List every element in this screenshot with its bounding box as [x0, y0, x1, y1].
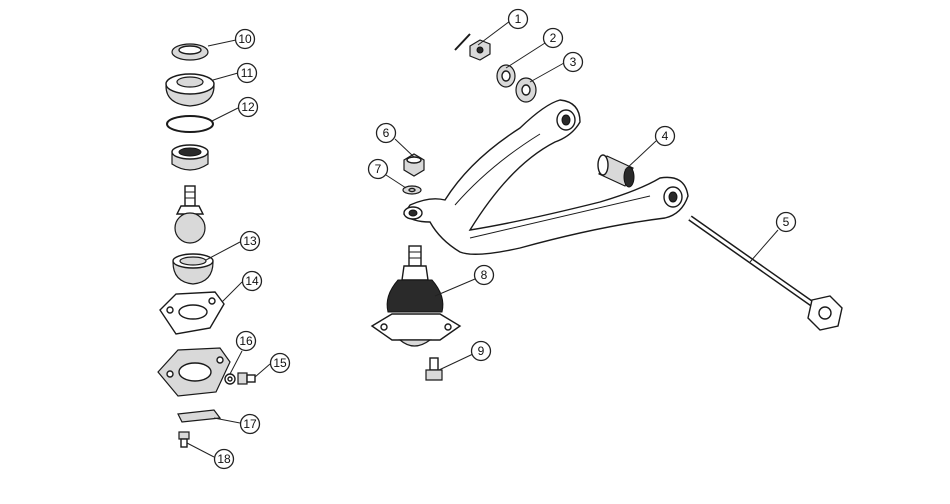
- svg-text:17: 17: [243, 417, 257, 431]
- part-6-nut: [403, 153, 425, 177]
- callout-14: 14: [241, 270, 263, 292]
- svg-text:6: 6: [383, 126, 390, 140]
- svg-text:15: 15: [273, 356, 287, 370]
- part-3-washer: [515, 77, 537, 103]
- part-10-ring: [171, 43, 209, 61]
- svg-text:5: 5: [783, 215, 790, 229]
- part-18-bolt: [178, 431, 190, 448]
- callout-10: 10: [234, 28, 256, 50]
- callout-8: 8: [473, 264, 495, 286]
- svg-text:13: 13: [243, 234, 257, 248]
- part-5-long-bolt: [688, 215, 843, 331]
- svg-text:3: 3: [570, 55, 577, 69]
- svg-text:1: 1: [515, 12, 522, 26]
- callout-16: 16: [235, 330, 257, 352]
- callout-1: 1: [507, 8, 529, 30]
- callout-3: 3: [562, 51, 584, 73]
- callout-11: 11: [236, 62, 258, 84]
- flange-plate: [157, 347, 231, 397]
- part-12-o-ring: [166, 115, 214, 133]
- ball-pin: [174, 185, 206, 244]
- callout-5: 5: [775, 211, 797, 233]
- leader-lines: [186, 20, 779, 458]
- part-4-bush: [597, 154, 635, 188]
- svg-text:11: 11: [241, 66, 254, 80]
- svg-text:2: 2: [550, 31, 557, 45]
- callout-12: 12: [237, 96, 259, 118]
- part-11-seat-cup: [165, 73, 215, 107]
- svg-text:18: 18: [217, 452, 231, 466]
- part-8-ball-joint: [370, 245, 462, 347]
- callout-18: 18: [213, 448, 235, 470]
- callout-17: 17: [239, 413, 261, 435]
- callout-9: 9: [470, 340, 492, 362]
- svg-text:9: 9: [478, 344, 485, 358]
- callout-6: 6: [375, 122, 397, 144]
- svg-text:4: 4: [662, 129, 669, 143]
- svg-text:12: 12: [241, 100, 255, 114]
- svg-text:10: 10: [238, 32, 252, 46]
- part-9-bolt: [425, 357, 443, 381]
- svg-text:8: 8: [481, 268, 488, 282]
- part-1-split-pin-nut: [454, 33, 491, 61]
- svg-text:14: 14: [245, 274, 259, 288]
- part-15-screw: [237, 372, 256, 385]
- callout-15: 15: [269, 352, 291, 374]
- wishbone-arm: [403, 99, 689, 255]
- part-13-lower-cup: [172, 253, 214, 285]
- lower-seat-cup: [171, 144, 209, 171]
- part-14-gasket: [159, 291, 225, 335]
- part-17-lock-tab: [177, 409, 222, 423]
- callout-4: 4: [654, 125, 676, 147]
- callout-13: 13: [239, 230, 261, 252]
- callout-7: 7: [367, 158, 389, 180]
- callout-2: 2: [542, 27, 564, 49]
- part-16-washer: [224, 373, 236, 385]
- svg-text:16: 16: [239, 334, 253, 348]
- part-7-washer: [402, 185, 422, 195]
- svg-text:7: 7: [375, 162, 382, 176]
- part-2-washer: [496, 64, 516, 88]
